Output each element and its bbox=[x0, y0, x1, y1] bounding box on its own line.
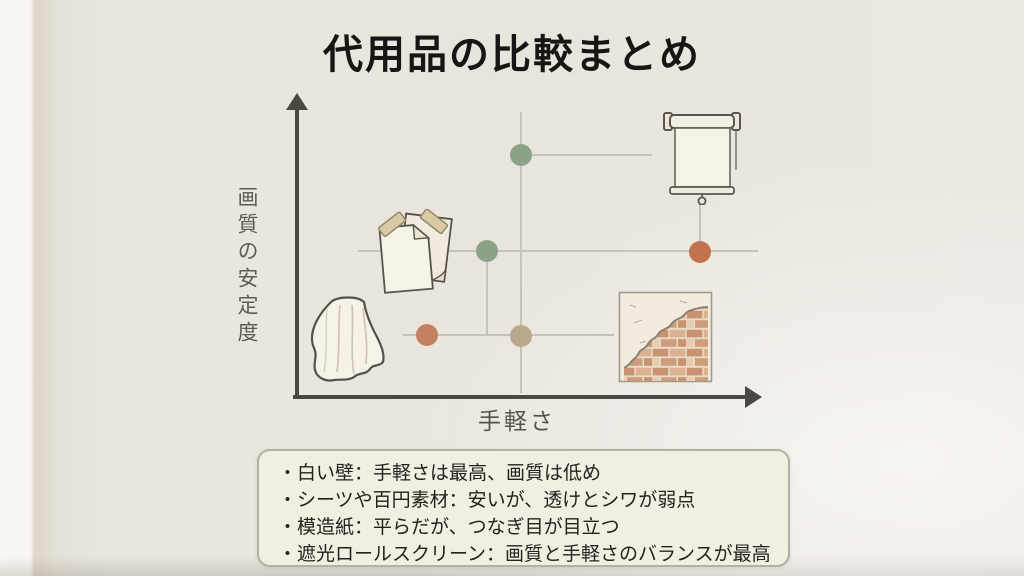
data-point-green-mid bbox=[476, 240, 498, 262]
connector-rollscreen-cord bbox=[699, 204, 701, 244]
x-axis-line bbox=[293, 395, 749, 399]
page-title: 代用品の比較まとめ bbox=[323, 33, 701, 77]
x-axis-label: 手軽さ bbox=[478, 408, 556, 434]
bullet-item-paper: ・模造紙：平らだが、つなぎ目が目立つ bbox=[278, 517, 620, 538]
roll-screen-illustration bbox=[663, 112, 741, 205]
connector-horizontal-mid bbox=[358, 250, 758, 252]
y-axis-arrow-icon bbox=[286, 93, 308, 110]
data-point-orange-right bbox=[689, 241, 711, 263]
y-axis-label: 画質の安定度 bbox=[235, 186, 258, 348]
data-point-orange-left bbox=[416, 324, 438, 346]
bullet-item-white-wall: ・白い壁：手軽さは最高、画質は低め bbox=[278, 463, 602, 484]
connector-green-top-to-rollscreen bbox=[521, 154, 652, 156]
gridline-vertical bbox=[520, 112, 522, 393]
papers-illustration bbox=[377, 209, 453, 294]
brick-wall-illustration bbox=[618, 291, 713, 383]
connector-horizontal-bottom bbox=[403, 334, 614, 336]
summary-box: ・白い壁：手軽さは最高、画質は低め ・シーツや百円素材：安いが、透けとシワが弱点… bbox=[257, 449, 790, 567]
x-axis-arrow-icon bbox=[745, 386, 762, 408]
y-axis-line bbox=[295, 106, 299, 399]
data-point-tan-center bbox=[510, 325, 532, 347]
bullet-item-sheet: ・シーツや百円素材：安いが、透けとシワが弱点 bbox=[278, 490, 696, 511]
bullet-item-roll-screen: ・遮光ロールスクリーン：画質と手軽さのバランスが最高 bbox=[278, 544, 771, 565]
connector-elbow-vertical bbox=[486, 251, 488, 336]
sheet-illustration bbox=[310, 296, 385, 382]
data-point-green-top bbox=[510, 144, 532, 166]
